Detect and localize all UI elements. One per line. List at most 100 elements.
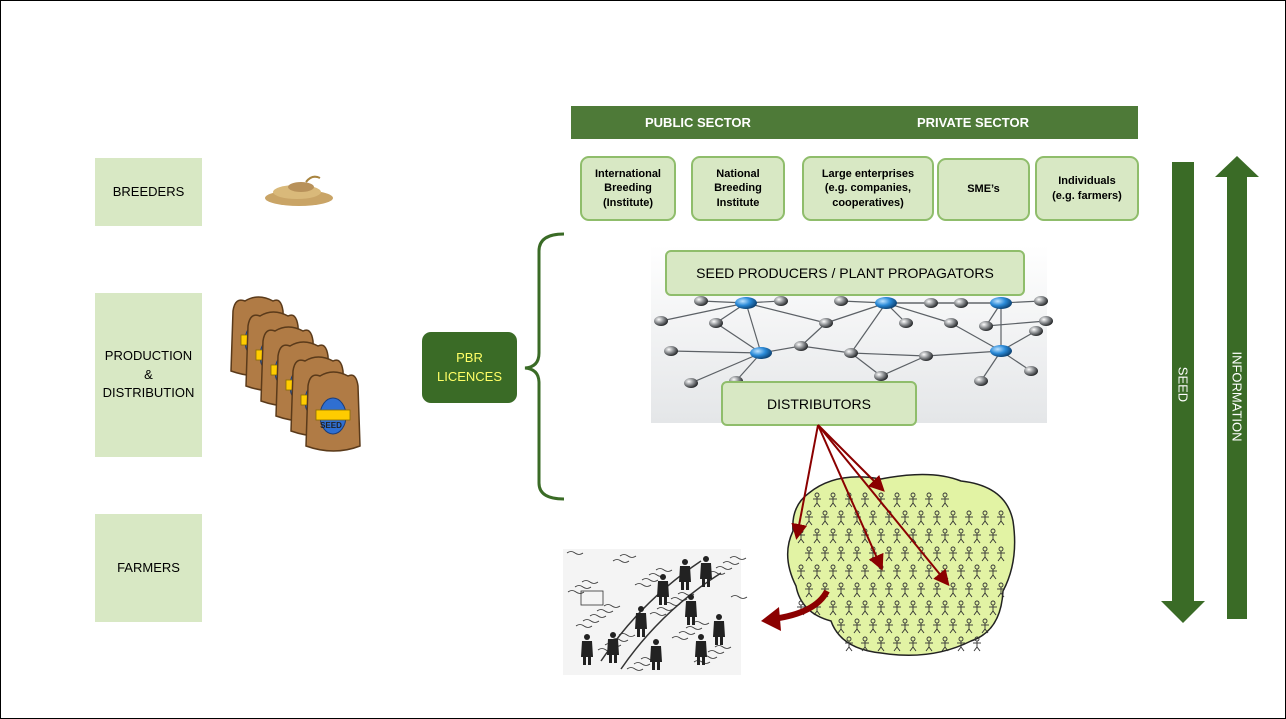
network-hub-node [990, 345, 1012, 357]
person-icon [845, 564, 853, 580]
person-icon [797, 528, 805, 544]
seed-bag-icon: SEED [305, 371, 361, 452]
network-link [985, 302, 1002, 327]
person-icon [829, 564, 837, 580]
network-node [844, 348, 858, 358]
person-icon [861, 528, 869, 544]
sketch-house [580, 590, 604, 606]
person-icon [981, 510, 989, 526]
network-hub-node [735, 297, 757, 309]
sketch-stroke [640, 657, 658, 661]
sketch-stroke [612, 559, 630, 563]
breeder-type-international: International Breeding (Institute) [580, 156, 676, 221]
network-link [840, 300, 887, 304]
person-icon [877, 564, 885, 580]
network-node [919, 351, 933, 361]
person-icon [893, 600, 901, 616]
person-icon [845, 636, 853, 652]
sketch-stroke [589, 614, 607, 618]
person-icon [893, 636, 901, 652]
network-node [694, 296, 708, 306]
person-icon [805, 582, 813, 598]
person-icon [925, 492, 933, 508]
person-icon [829, 492, 837, 508]
production-label-box: PRODUCTION & DISTRIBUTION [95, 293, 202, 457]
network-link [985, 320, 1047, 327]
person-icon [909, 528, 917, 544]
person-icon [925, 636, 933, 652]
sketch-stroke [715, 566, 733, 570]
sketch-stroke [671, 636, 689, 640]
person-icon [997, 546, 1005, 562]
network-node [1024, 366, 1038, 376]
network-link [760, 345, 802, 354]
network-node [979, 321, 993, 331]
network-link [885, 302, 952, 324]
private-sector-label: PRIVATE SECTOR [917, 115, 1029, 130]
person-icon [941, 528, 949, 544]
network-link [885, 302, 907, 324]
public-sector-label: PUBLIC SECTOR [645, 115, 751, 130]
network-node [1034, 296, 1048, 306]
sketch-stroke [655, 568, 673, 572]
person-icon [869, 546, 877, 562]
person-icon [869, 510, 877, 526]
person-icon [861, 636, 869, 652]
person-icon [989, 564, 997, 580]
sketch-stroke [603, 604, 621, 608]
sketch-stroke [596, 609, 614, 613]
network-link [800, 345, 852, 354]
person-icon [941, 600, 949, 616]
network-node [774, 296, 788, 306]
network-node [874, 371, 888, 381]
person-icon [965, 510, 973, 526]
person-icon [981, 546, 989, 562]
farmers-label: FARMERS [117, 559, 180, 575]
person-icon [901, 618, 909, 634]
person-icon [949, 546, 957, 562]
sketch-stroke [678, 631, 696, 635]
person-icon [837, 546, 845, 562]
person-icon [845, 492, 853, 508]
person-icon [909, 636, 917, 652]
breeder-type-smes: SME’s [937, 158, 1030, 221]
network-link [980, 350, 1002, 382]
sketch-path [620, 572, 722, 670]
person-icon [957, 600, 965, 616]
network-link [745, 300, 782, 304]
sketch-stroke [663, 602, 681, 606]
person-icon [901, 546, 909, 562]
person-icon [925, 528, 933, 544]
sketch-stroke [693, 660, 711, 664]
breeders-label-box: BREEDERS [95, 158, 202, 226]
person-icon [909, 492, 917, 508]
person-icon [933, 546, 941, 562]
sketch-stroke [648, 573, 666, 577]
person-icon [805, 546, 813, 562]
person-icon [941, 564, 949, 580]
person-icon [861, 492, 869, 508]
person-icon [829, 600, 837, 616]
network-node [664, 346, 678, 356]
person-icon [837, 510, 845, 526]
seed-bag-icon [230, 296, 286, 377]
farmer-figure [657, 574, 669, 605]
network-link [950, 322, 1002, 352]
farmer-figure [695, 634, 707, 665]
farmer-figure [635, 606, 647, 637]
sketch-stroke [566, 551, 584, 555]
person-icon [949, 582, 957, 598]
person-icon [797, 564, 805, 580]
sketch-path [600, 560, 702, 662]
person-icon [949, 510, 957, 526]
distributors-box: DISTRIBUTORS [721, 381, 917, 426]
sketch-stroke [670, 597, 688, 601]
person-icon [821, 582, 829, 598]
sketch-stroke [611, 638, 629, 642]
sketch-stroke [597, 648, 615, 652]
person-icon [949, 618, 957, 634]
sketch-stroke [574, 585, 592, 589]
person-icon [925, 600, 933, 616]
person-icon [877, 492, 885, 508]
farmer-figure [700, 556, 712, 587]
